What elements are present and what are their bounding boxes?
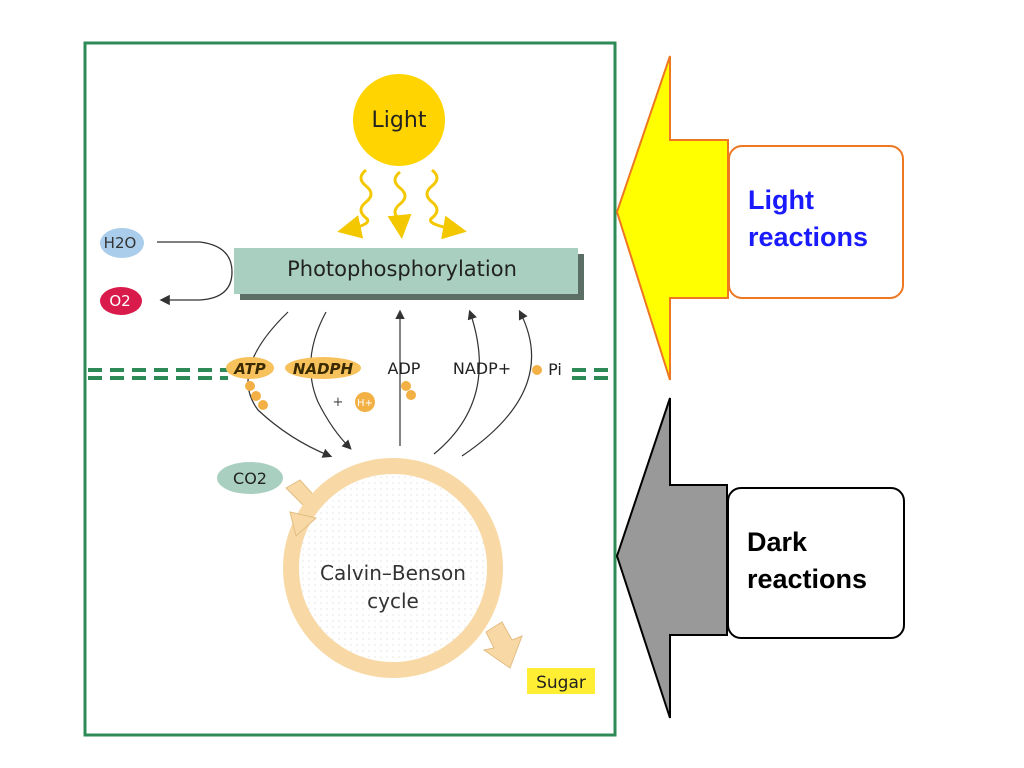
energy-carrier-arrows: [247, 309, 533, 458]
hplus-label: H+: [357, 398, 373, 409]
water-molecule: H2O: [100, 228, 144, 258]
photophosphorylation-bar: Photophosphorylation: [234, 248, 584, 300]
water-to-oxygen-arrow: [157, 241, 233, 306]
sugar-label: Sugar: [536, 673, 586, 693]
hydrogen-ion: H+: [355, 392, 375, 412]
light-rays: [337, 168, 467, 240]
dark-reactions-line1: Dark: [747, 527, 808, 557]
light-reactions-line2: reactions: [748, 222, 869, 252]
phosphate: Pi: [532, 360, 562, 379]
cycle-label-line2: cycle: [367, 589, 419, 613]
dark-reactions-line2: reactions: [747, 564, 868, 594]
oxygen-label: O2: [109, 292, 130, 310]
atp-label: ATP: [233, 360, 265, 378]
adp-molecule: ADP: [388, 359, 421, 400]
light-reactions-arrow: [615, 55, 729, 381]
co2-molecule: CO2: [217, 462, 283, 494]
nadph-molecule: NADPH: [285, 357, 361, 379]
pi-label: Pi: [548, 360, 562, 379]
nadph-label: NADPH: [293, 360, 354, 378]
sun-label: Light: [372, 108, 427, 133]
water-label: H2O: [104, 234, 137, 252]
calvin-benson-cycle: Calvin–Benson cycle: [283, 458, 503, 678]
adp-label: ADP: [388, 359, 421, 378]
light-reactions-line1: Light: [748, 185, 814, 215]
nadp-label: NADP+: [453, 359, 511, 378]
oxygen-molecule: O2: [100, 287, 142, 315]
atp-molecule: ATP: [226, 357, 274, 410]
sun: Light: [353, 74, 445, 166]
photophosphorylation-label: Photophosphorylation: [287, 257, 517, 281]
dark-reactions-arrow: [615, 397, 728, 719]
sugar-exit-arrow: [482, 621, 523, 669]
dark-reactions-callout: Dark reactions: [727, 487, 905, 639]
light-reactions-callout: Light reactions: [728, 145, 904, 299]
plus-sign: +: [333, 395, 344, 410]
cycle-label-line1: Calvin–Benson: [320, 561, 466, 585]
co2-label: CO2: [233, 469, 267, 488]
sugar-product: Sugar: [527, 668, 595, 694]
